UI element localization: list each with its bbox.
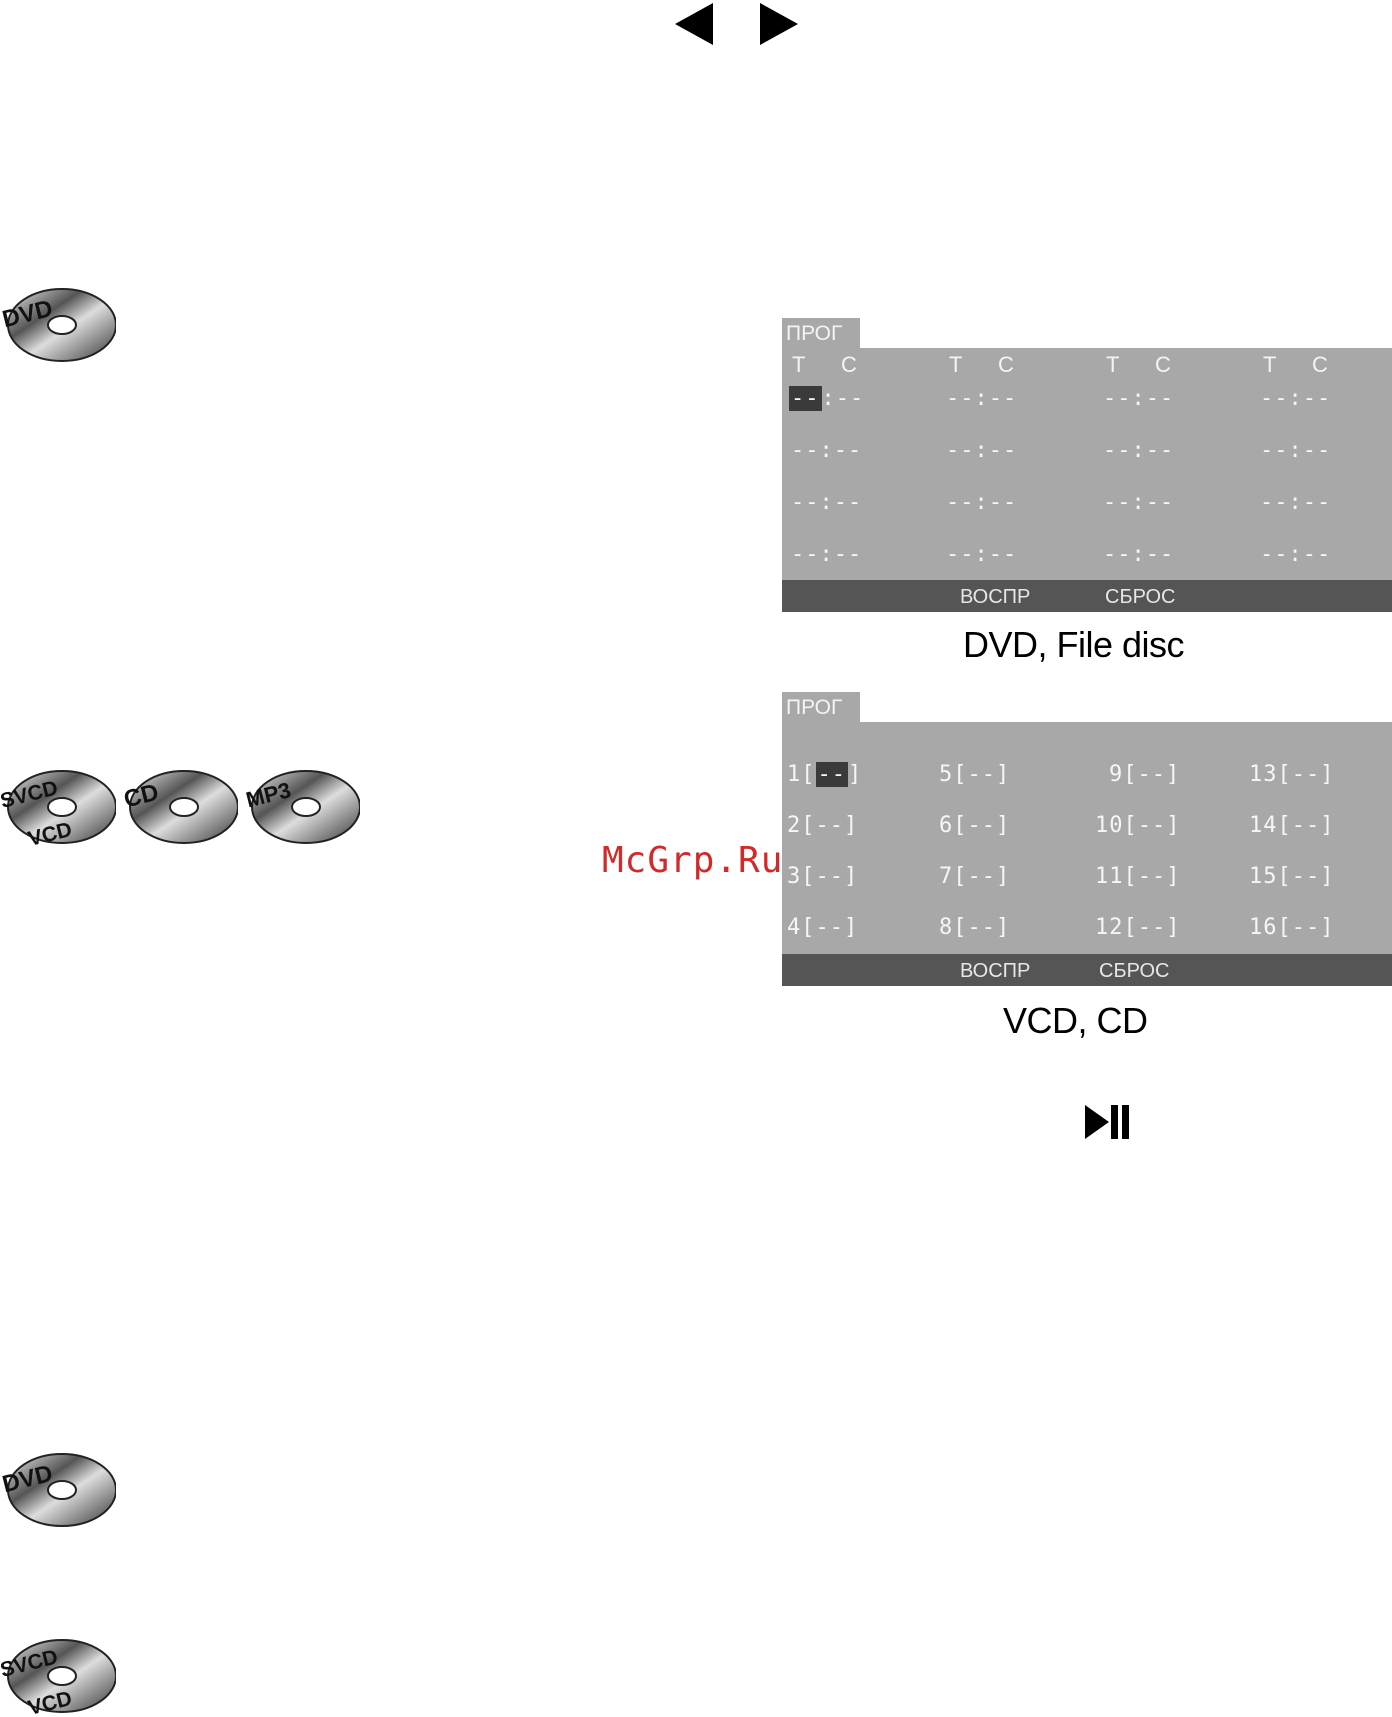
program-slot[interactable]: --:--	[1260, 438, 1332, 463]
program-slot[interactable]: 10[--]	[1095, 813, 1180, 838]
selected-slot-rest: :--	[821, 386, 865, 411]
chapter-header: C	[841, 352, 857, 377]
program-slot[interactable]: 6[--]	[939, 813, 1010, 838]
right-arrow-icon	[760, 3, 798, 45]
program-slot[interactable]: --:--	[1103, 542, 1175, 567]
slot-number: 2	[787, 813, 802, 838]
slot-number: 1	[787, 762, 802, 787]
slot-number: 3	[787, 864, 802, 889]
program-slot[interactable]: 2[--]	[787, 813, 858, 838]
program-slot[interactable]: 9[--]	[1109, 762, 1180, 787]
selected-slot-value: --	[815, 762, 848, 787]
program-slot[interactable]: --:--	[1103, 438, 1175, 463]
program-slot[interactable]: 14[--]	[1249, 813, 1334, 838]
program-slot[interactable]: --:--	[1260, 386, 1332, 411]
slot-value: [--]	[1277, 864, 1335, 889]
slot-number: 16	[1249, 915, 1278, 940]
program-slot[interactable]: 5[--]	[939, 762, 1010, 787]
slot-number: 8	[939, 915, 954, 940]
program-slot[interactable]: --:--	[1260, 542, 1332, 567]
program-slot[interactable]: 16[--]	[1249, 915, 1334, 940]
left-arrow-icon	[675, 3, 713, 45]
program-slot[interactable]: --:--	[1260, 490, 1332, 515]
slot-value: [--]	[953, 864, 1011, 889]
title-header: T	[1106, 352, 1120, 377]
slot-number: 13	[1249, 762, 1278, 787]
cd-disc-icon: CD	[122, 765, 238, 847]
slot-value: [--]	[953, 762, 1011, 787]
slot-number: 5	[939, 762, 954, 787]
slot-number: 12	[1095, 915, 1124, 940]
program-slot[interactable]: 4[--]	[787, 915, 858, 940]
mp3-disc-icon: MP3	[244, 765, 360, 847]
program-slot-selected[interactable]: --:--	[789, 386, 864, 411]
slot-number: 15	[1249, 864, 1278, 889]
title-header: T	[792, 352, 806, 377]
slot-value: [--]	[801, 813, 859, 838]
program-slot[interactable]: --:--	[946, 490, 1018, 515]
program-slot[interactable]: 8[--]	[939, 915, 1010, 940]
slot-number: 7	[939, 864, 954, 889]
program-tab: ПРОГ	[782, 692, 860, 722]
slot-number: 6	[939, 813, 954, 838]
slot-number: 9	[1109, 762, 1124, 787]
program-slot[interactable]: 7[--]	[939, 864, 1010, 889]
program-tab: ПРОГ	[782, 318, 860, 348]
selected-slot-value: --	[789, 386, 822, 411]
svcd-vcd-disc-icon-lower: SVCD VCD	[0, 1634, 116, 1716]
program-slot[interactable]: --:--	[1103, 490, 1175, 515]
program-slot[interactable]: --:--	[791, 438, 863, 463]
svcd-vcd-disc-icon: SVCD VCD	[0, 765, 116, 847]
program-slot-selected[interactable]: 1[--]	[787, 762, 863, 787]
program-slot[interactable]: --:--	[946, 542, 1018, 567]
program-slot[interactable]: --:--	[791, 490, 863, 515]
dvd-screen-caption: DVD, File disc	[963, 624, 1185, 665]
program-slot[interactable]: --:--	[946, 438, 1018, 463]
chapter-header: C	[998, 352, 1014, 377]
program-slot[interactable]: 11[--]	[1095, 864, 1180, 889]
vcd-action-bar: ВОСПР СБРОС	[782, 954, 1392, 986]
dvd-program-panel: T C T C T C T C --:-- --:-- --:-- --:-- …	[782, 348, 1392, 580]
title-header: T	[949, 352, 963, 377]
slot-value: [--]	[1277, 915, 1335, 940]
play-pause-icon	[1085, 1105, 1131, 1139]
dvd-action-bar: ВОСПР СБРОС	[782, 580, 1392, 612]
slot-value: [--]	[1277, 762, 1335, 787]
slot-number: 11	[1095, 864, 1124, 889]
chapter-header: C	[1312, 352, 1328, 377]
dvd-program-screen: ПРОГ T C T C T C T C --:-- --:-- --:-- -…	[782, 318, 1392, 612]
slot-value: [--]	[953, 915, 1011, 940]
slot-value: [--]	[1123, 762, 1181, 787]
program-slot[interactable]: --:--	[1103, 386, 1175, 411]
program-slot[interactable]: 13[--]	[1249, 762, 1334, 787]
play-option[interactable]: ВОСПР	[960, 960, 1031, 982]
program-slot[interactable]: 12[--]	[1095, 915, 1180, 940]
vcd-screen-caption: VCD, CD	[1003, 1000, 1148, 1041]
program-slot[interactable]: --:--	[791, 542, 863, 567]
dvd-disc-icon: DVD	[0, 283, 116, 365]
play-option[interactable]: ВОСПР	[960, 586, 1031, 608]
slot-value: [--]	[1123, 864, 1181, 889]
dvd-disc-icon-lower: DVD	[0, 1448, 116, 1530]
slot-value: [--]	[1277, 813, 1335, 838]
slot-number: 14	[1249, 813, 1278, 838]
vcd-program-screen: ПРОГ 1[--] 2[--] 3[--] 4[--] 5[--] 6[--]…	[782, 692, 1392, 986]
slot-value: [--]	[1123, 813, 1181, 838]
slot-value: [--]	[801, 864, 859, 889]
program-slot[interactable]: --:--	[946, 386, 1018, 411]
slot-number: 4	[787, 915, 802, 940]
slot-value: [--]	[1123, 915, 1181, 940]
vcd-program-panel: 1[--] 2[--] 3[--] 4[--] 5[--] 6[--] 7[--…	[782, 722, 1392, 954]
title-header: T	[1263, 352, 1277, 377]
program-slot[interactable]: 3[--]	[787, 864, 858, 889]
slot-number: 10	[1095, 813, 1124, 838]
watermark: McGrp.Ru	[602, 840, 784, 881]
slot-value: [--]	[801, 915, 859, 940]
program-slot[interactable]: 15[--]	[1249, 864, 1334, 889]
reset-option[interactable]: СБРОС	[1105, 586, 1176, 608]
chapter-header: C	[1155, 352, 1171, 377]
reset-option[interactable]: СБРОС	[1099, 960, 1170, 982]
slot-value: [--]	[953, 813, 1011, 838]
